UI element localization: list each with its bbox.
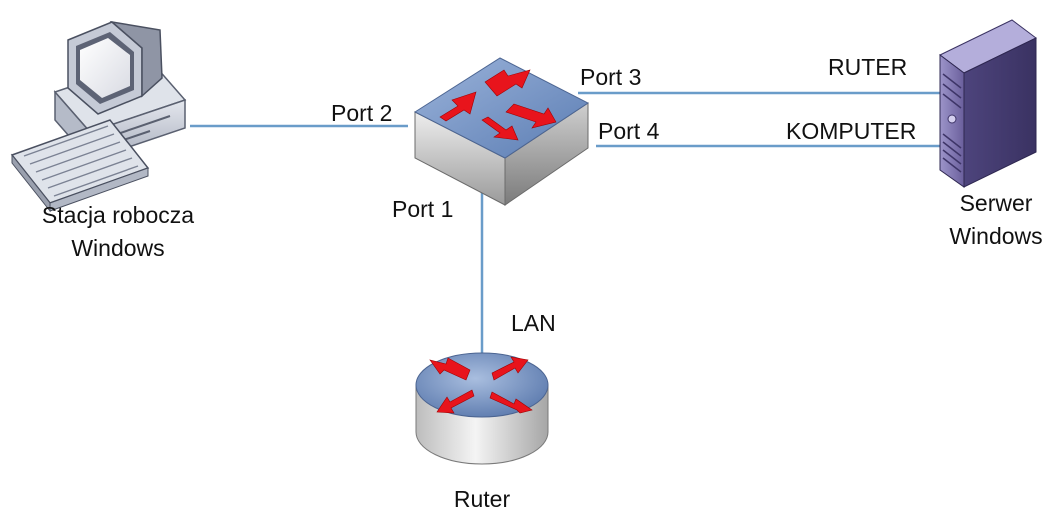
switch-arrows: [439, 69, 557, 141]
workstation-icon: [10, 20, 187, 213]
lan-label: LAN: [511, 310, 556, 336]
server-icon: [939, 19, 1037, 188]
port1-label: Port 1: [392, 196, 454, 222]
server-label: Serwer Windows: [932, 192, 1060, 248]
ruter-target-label: RUTER: [828, 54, 908, 80]
server-label-line2: Windows: [949, 223, 1043, 249]
switch-icon: [413, 57, 589, 206]
port4-label: Port 4: [598, 118, 660, 144]
port2-label: Port 2: [331, 100, 393, 126]
port3-label: Port 3: [580, 64, 642, 90]
workstation-label-line2: Windows: [71, 235, 165, 261]
router-label: Ruter: [453, 486, 511, 512]
router-arrows: [429, 356, 533, 414]
server-label-line1: Serwer: [959, 190, 1033, 216]
workstation-label: Stacja robocza Windows: [8, 204, 228, 260]
workstation-label-line1: Stacja robocza: [41, 202, 195, 228]
komputer-target-label: KOMPUTER: [786, 118, 917, 144]
router-icon: [415, 352, 549, 465]
connection-lines: [190, 91, 942, 362]
